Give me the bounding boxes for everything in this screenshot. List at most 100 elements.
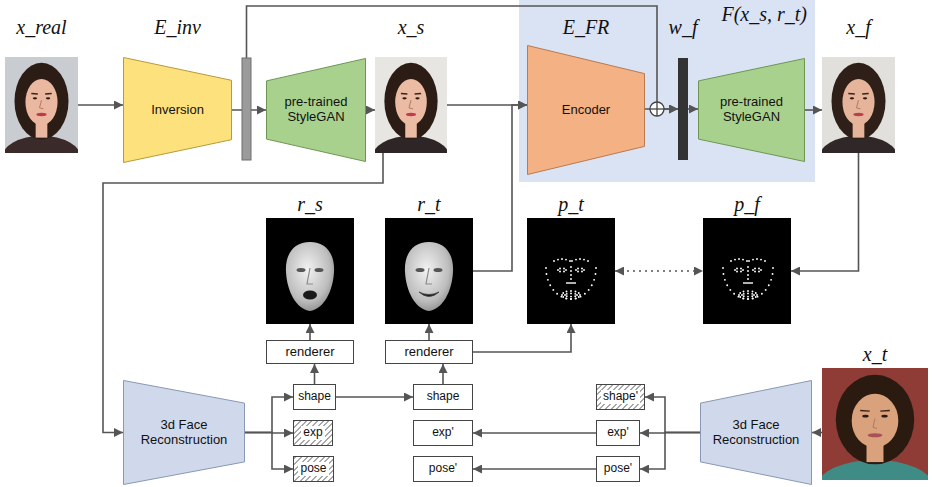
landmark-dot (553, 260, 555, 262)
landmark-dot (758, 267, 760, 269)
landmark-dot (570, 278, 572, 280)
latent-bar: w_f (678, 58, 688, 160)
landmark-image: p_f (703, 218, 791, 324)
landmark-dot (743, 293, 745, 295)
landmark-dot (574, 295, 576, 297)
block-label: exp' (607, 426, 629, 440)
generator-block: pre-trained StyleGAN (698, 58, 805, 162)
photo-background (5, 57, 78, 153)
symbol-label: E_FR (563, 16, 610, 38)
landmark-dot (566, 282, 568, 284)
landmark-dot (772, 273, 774, 275)
landmark-dot (575, 297, 577, 299)
brow (860, 410, 870, 412)
landmark-dot (577, 271, 579, 273)
nose (873, 418, 877, 428)
landmark-dot (545, 267, 547, 269)
inversion-encoder: E_invInversion (123, 57, 232, 163)
mask-nose (307, 268, 313, 284)
face (852, 394, 899, 448)
face-mask (286, 242, 334, 311)
landmark-dot (583, 269, 585, 271)
flow-arrow (688, 108, 698, 110)
label-holder: x_real (16, 16, 66, 39)
hair (14, 63, 68, 140)
label-holder: p_f (734, 193, 760, 216)
flow-arrow (428, 324, 430, 340)
landmark-dot (572, 282, 574, 284)
landmark-dot (746, 260, 748, 262)
landmark-dot (549, 284, 551, 286)
flow-arrow (78, 104, 123, 106)
sum-cross (656, 102, 657, 116)
face-photo (5, 57, 78, 153)
flow-arrow (812, 432, 822, 434)
landmark-dot (593, 279, 595, 281)
symbol-label: x_s (398, 16, 425, 38)
eye (862, 415, 868, 418)
landmark-dot (575, 291, 577, 293)
landmark-plot (527, 218, 615, 324)
text-area: pose' (597, 457, 639, 481)
mask-eye (315, 268, 324, 272)
mask-eye (416, 268, 425, 272)
flow-arrow (640, 433, 700, 470)
landmark-dot (734, 259, 736, 261)
landmark-background (527, 218, 615, 324)
landmark-dot (755, 292, 757, 294)
landmark-dot (752, 298, 754, 300)
landmark-dot (748, 260, 750, 262)
matching-link (615, 270, 703, 272)
trapezoid-shape (124, 381, 245, 485)
landmark-dot (569, 260, 571, 262)
landmark-dot (562, 296, 564, 298)
landmark-image: p_t (527, 218, 615, 324)
trapezoid-shape (528, 46, 645, 175)
mask-eye (297, 268, 306, 272)
flow-arrow (791, 153, 859, 271)
symbol-label: p_t (558, 193, 584, 215)
landmark-dot (747, 296, 749, 298)
landmark-dot (579, 258, 581, 260)
landmark-dot (754, 267, 756, 269)
landmark-dot (556, 293, 558, 295)
landmark-dot (752, 297, 754, 299)
reconstruction-encoder: 3d Face Reconstruction (123, 380, 245, 485)
landmark-dot (747, 282, 749, 284)
landmark-dot (559, 267, 561, 269)
face-encoder: E_FREncoder (527, 45, 645, 175)
param-box: shape (293, 384, 336, 410)
landmark-dot (584, 293, 586, 295)
face-render (385, 218, 473, 324)
brow (401, 93, 407, 95)
landmark-dot (757, 296, 759, 298)
param-box: exp (293, 420, 333, 446)
brow (415, 93, 421, 95)
text-area: 3d Face Reconstruction (123, 380, 245, 485)
trapezoid-shape (701, 381, 812, 485)
landmark-dot (587, 260, 589, 262)
label-holder: r_t (417, 193, 440, 216)
landmark-dot (559, 271, 561, 273)
landmark-dot (570, 298, 572, 300)
label-holder: F(x_s, r_t) (721, 3, 807, 26)
flow-arrow (473, 105, 527, 271)
renderer-box: renderer (266, 340, 354, 364)
render-image: r_t (385, 218, 473, 324)
block-label: pre-trained StyleGAN (706, 95, 797, 125)
text-area: shape (414, 385, 472, 409)
param-box: pose' (596, 456, 640, 482)
nose (857, 100, 861, 109)
flow-arrow (645, 397, 700, 433)
landmark-dot (566, 291, 568, 293)
landmark-dot (739, 296, 741, 298)
landmark-dot (570, 270, 572, 272)
label-holder: x_s (398, 16, 425, 39)
landmark-dot (770, 279, 772, 281)
symbol-label: E_inv (154, 16, 201, 38)
landmark-dot (583, 259, 585, 261)
block-label: pre-trained StyleGAN (274, 95, 359, 125)
landmark-dot (561, 294, 563, 296)
landmark-dot (740, 271, 742, 273)
